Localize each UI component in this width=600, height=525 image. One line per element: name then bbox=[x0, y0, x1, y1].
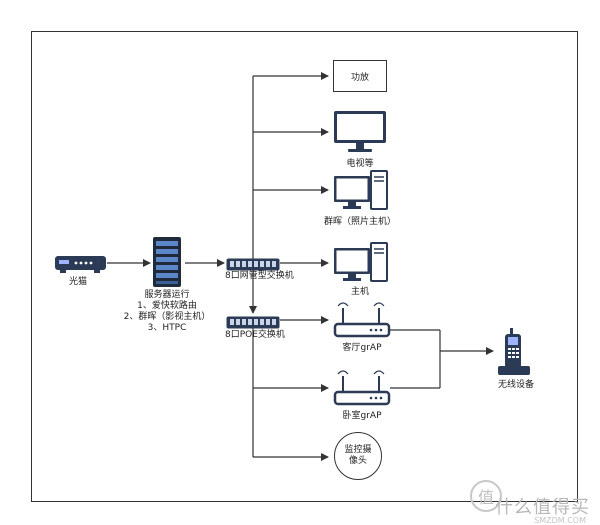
managed-switch-icon bbox=[226, 256, 280, 275]
server-line-3: 3、HTPC bbox=[147, 323, 187, 333]
server-line-2: 2、群晖（影视主机） bbox=[123, 312, 211, 322]
amplifier-box: 功放 bbox=[333, 60, 387, 92]
nas-label: 群晖（照片主机） bbox=[323, 217, 397, 227]
modem-icon bbox=[54, 254, 107, 278]
watermark-text: 什么值得买 bbox=[495, 497, 590, 518]
host-computer-icon bbox=[333, 242, 389, 286]
server-title: 服务器运行 bbox=[144, 290, 190, 300]
poe-switch-label: 8口POE交换机 bbox=[225, 330, 285, 340]
diagram-frame bbox=[31, 31, 578, 502]
wireless-label: 无线设备 bbox=[497, 380, 535, 390]
server-line-1: 1、爱快软路由 bbox=[137, 301, 197, 311]
amplifier-label: 功放 bbox=[350, 72, 369, 83]
bedroom-ap-icon bbox=[333, 366, 391, 410]
living-room-ap-label: 客厅grAP bbox=[342, 343, 382, 353]
cordless-phone-icon bbox=[496, 328, 532, 380]
server-icon bbox=[152, 236, 182, 292]
tv-label: 电视等 bbox=[346, 159, 374, 169]
poe-switch-icon bbox=[226, 314, 280, 333]
managed-switch-label: 8口网管型交换机 bbox=[225, 271, 294, 281]
living-room-ap-icon bbox=[333, 298, 391, 342]
modem-label: 光猫 bbox=[68, 277, 88, 287]
watermark-logo-icon: 值 bbox=[470, 480, 502, 512]
camera-node: 监控摄 像头 bbox=[334, 432, 382, 480]
camera-label-line2: 像头 bbox=[348, 456, 367, 466]
desktop-computer-icon bbox=[333, 170, 389, 214]
camera-label-line1: 监控摄 bbox=[344, 445, 372, 455]
monitor-icon bbox=[333, 110, 387, 158]
bedroom-ap-label: 卧室grAP bbox=[342, 411, 382, 421]
host-label: 主机 bbox=[350, 287, 370, 297]
watermark-subtext: SMZDM.COM bbox=[534, 516, 586, 525]
